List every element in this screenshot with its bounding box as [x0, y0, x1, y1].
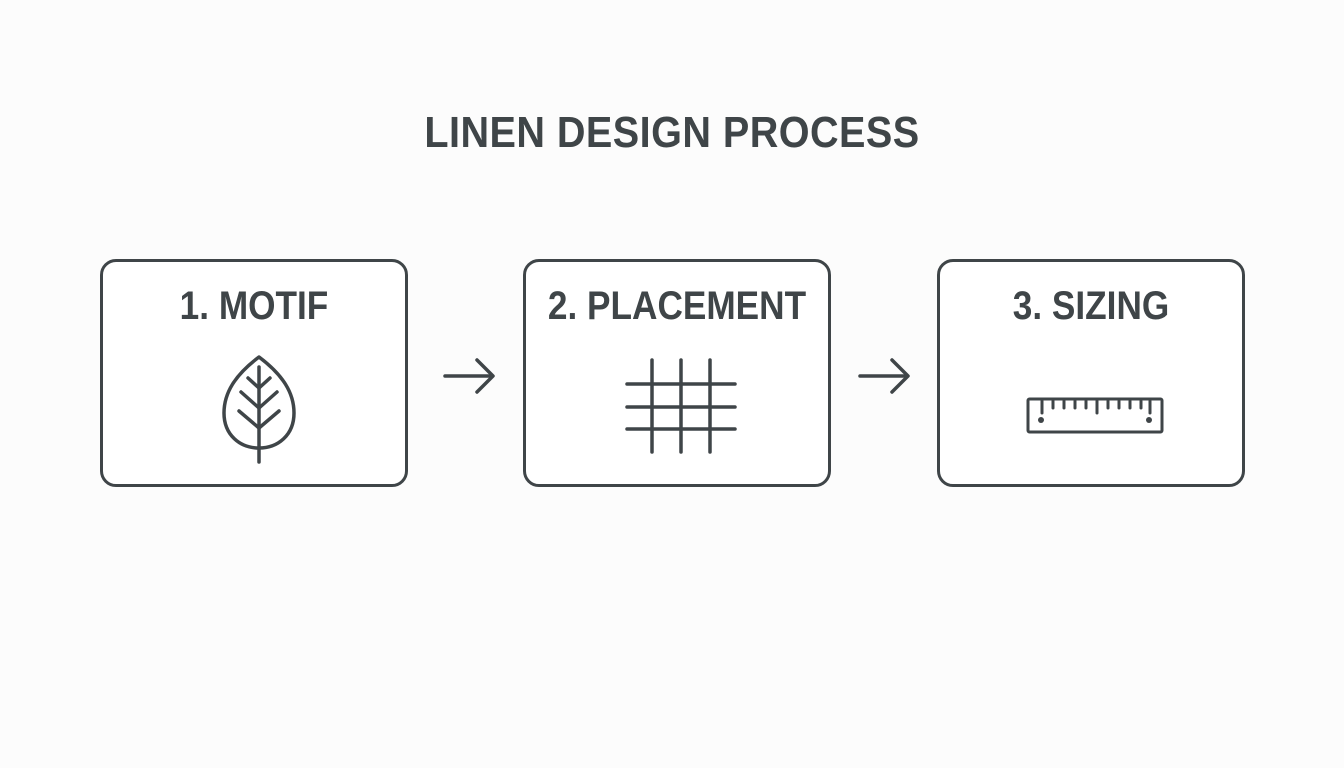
step-placement-box: 2. PLACEMENT	[523, 259, 831, 487]
leaf-icon	[222, 355, 296, 464]
ruler-icon	[1026, 397, 1164, 434]
step-motif-label: 1. MOTIF	[179, 284, 329, 328]
arrow-right-icon	[858, 358, 910, 394]
step-sizing-box: 3. SIZING	[937, 259, 1245, 487]
step-placement-label: 2. PLACEMENT	[547, 284, 807, 328]
arrow-right-icon	[443, 358, 495, 394]
step-motif-box: 1. MOTIF	[100, 259, 408, 487]
diagram-title: LINEN DESIGN PROCESS	[424, 108, 920, 157]
step-sizing-label: 3. SIZING	[1012, 284, 1170, 328]
grid-icon	[625, 358, 737, 454]
